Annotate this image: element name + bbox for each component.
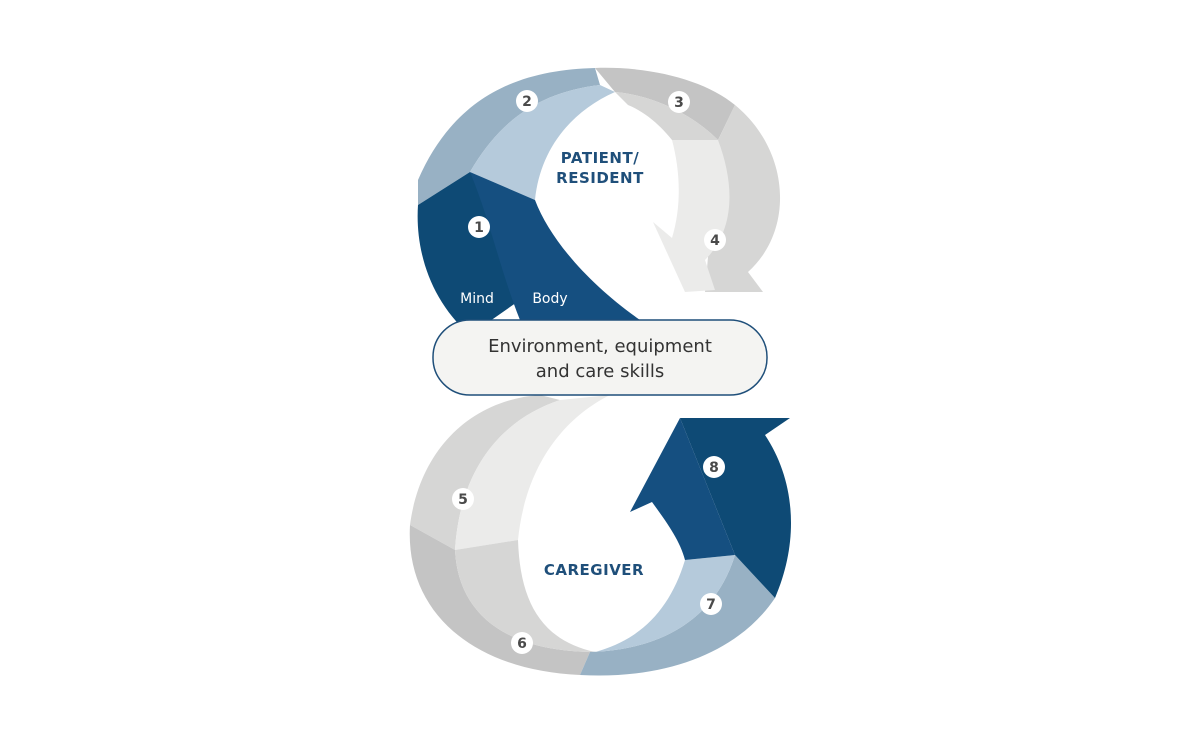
segment-7-inner [590,555,735,652]
step-badge-1: 1 [468,216,490,238]
segment-2-outer [418,68,600,205]
segment-1-inner [470,172,640,320]
step-badge-7: 7 [700,593,722,615]
step-badge-3: 3 [668,91,690,113]
step-badge-6: 6 [511,632,533,654]
segment-2-inner [470,85,615,200]
center-text-line2: and care skills [536,361,665,382]
segment-5-outer [410,395,560,550]
mind-label: Mind [460,291,494,307]
patient-resident-label-line2: RESIDENT [556,169,644,187]
svg-text:1: 1 [474,220,484,236]
segment-6-outer [409,525,590,675]
step-badge-4: 4 [704,229,726,251]
segment-7-outer [580,555,775,676]
patient-resident-label-line1: PATIENT/ [561,149,639,167]
segment-1-outer [417,172,520,335]
caregiver-label: CAREGIVER [544,561,644,579]
step-badge-8: 8 [703,456,725,478]
svg-text:2: 2 [522,94,532,110]
svg-text:3: 3 [674,95,684,111]
svg-text:4: 4 [710,233,720,249]
center-text-line1: Environment, equipment [488,336,712,357]
body-label: Body [532,291,567,307]
step-badge-5: 5 [452,488,474,510]
segment-3-outer [595,67,735,140]
center-pill [432,319,768,396]
svg-text:7: 7 [706,597,716,613]
step-badge-2: 2 [516,90,538,112]
svg-text:5: 5 [458,492,468,508]
svg-text:8: 8 [709,460,719,476]
segment-8-inner [630,418,735,560]
svg-text:6: 6 [517,636,527,652]
segment-3-inner [615,92,718,140]
segment-4-inner [653,140,730,292]
segment-6-inner [455,540,595,652]
segment-5-inner [455,395,610,550]
